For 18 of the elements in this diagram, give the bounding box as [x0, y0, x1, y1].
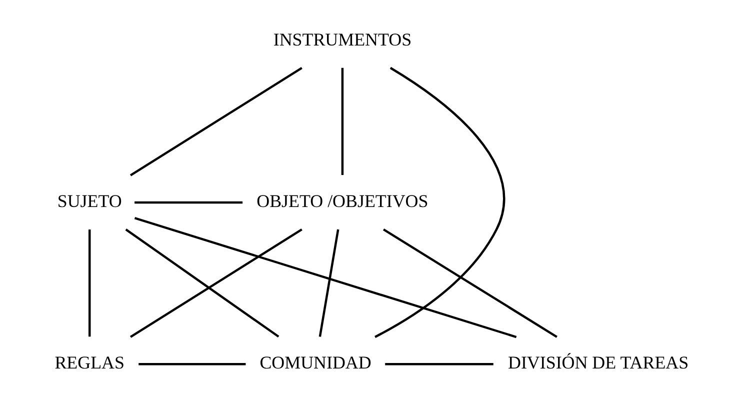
connector	[374, 66, 506, 338]
connector	[385, 362, 494, 366]
connector	[130, 66, 302, 176]
node-text: OBJETO /OBJETIVOS	[256, 191, 428, 212]
connector	[125, 228, 280, 338]
node-text: DIVISIÓN DE TAREAS	[508, 352, 689, 373]
connector	[130, 228, 302, 338]
connector	[134, 201, 243, 204]
connector	[134, 217, 517, 338]
connector	[341, 68, 344, 176]
node-text: SUJETO	[57, 191, 122, 212]
node-text: INSTRUMENTOS	[273, 30, 412, 50]
connector	[138, 362, 246, 366]
node-text: REGLAS	[54, 352, 124, 373]
connector	[382, 228, 558, 338]
connector	[88, 229, 91, 337]
connector	[318, 229, 340, 337]
node-text: COMUNIDAD	[260, 352, 372, 373]
